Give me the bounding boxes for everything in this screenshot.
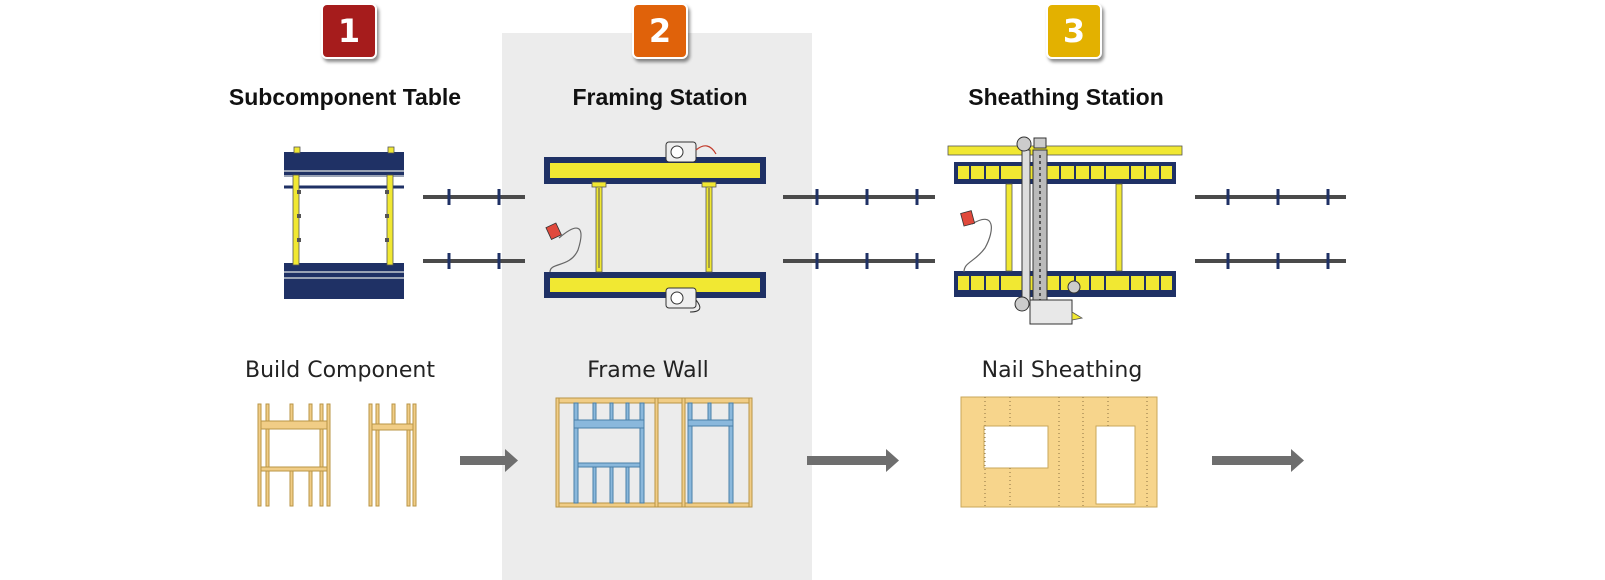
station-title-subcomponent-table: Subcomponent Table [228,84,462,110]
flow-arrow-2 [807,449,899,472]
nailer-top-icon [665,141,717,163]
conveyor-rails [423,195,1346,263]
process-label-build-component: Build Component [245,358,435,383]
step-badge-1: 1 [321,3,377,59]
station-title-framing-station: Framing Station [572,84,748,110]
nailer-bottom-icon [665,287,701,313]
frame-wall-illustration [555,397,753,508]
nail-sheathing-illustration [960,396,1158,508]
pendant-controller-icon-3 [960,210,992,273]
process-label-nail-sheathing: Nail Sheathing [981,358,1143,383]
subcomponent-table-machine [284,146,404,299]
conveyor-rail-ticks [447,189,1330,269]
station-title-sheathing-station: Sheathing Station [968,84,1164,110]
step-badge-3: 3 [1046,3,1102,59]
flow-arrow-3 [1212,449,1304,472]
framing-station-machine [544,141,766,313]
process-label-frame-wall: Frame Wall [587,358,709,383]
sheathing-station-machine [947,136,1183,325]
step-badge-2: 2 [632,3,688,59]
flow-arrow-1 [460,449,518,472]
build-component-illustration [257,403,417,507]
pendant-controller-icon [545,222,582,273]
